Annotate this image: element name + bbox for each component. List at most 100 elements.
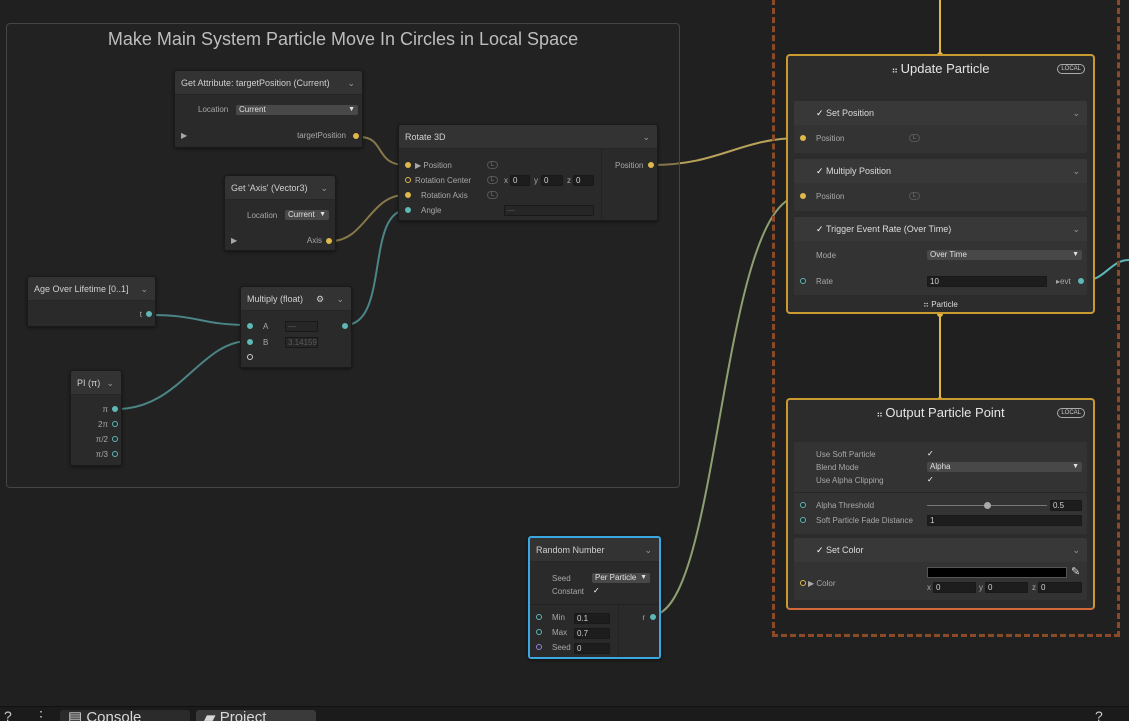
chevron-down-icon[interactable]: ⌄: [1072, 217, 1080, 241]
chevron-down-icon[interactable]: ⌄: [336, 287, 344, 311]
local-space-icon[interactable]: L: [487, 191, 498, 199]
center-z-field[interactable]: 0: [573, 175, 594, 186]
trigger-event-rate-block[interactable]: ✓Trigger Event Rate (Over Time)⌄ Mode Ov…: [794, 217, 1087, 295]
alpha-threshold-field[interactable]: 0.5: [1050, 500, 1082, 511]
rate-port[interactable]: [800, 278, 806, 284]
local-space-icon[interactable]: L: [909, 192, 920, 200]
output-port[interactable]: [353, 133, 359, 139]
help-icon[interactable]: ?: [4, 708, 12, 721]
output-port[interactable]: [326, 238, 332, 244]
output-port[interactable]: [648, 162, 654, 168]
rotate-3d-node[interactable]: Rotate 3D⌄ ▶ Position L Rotation Center …: [398, 124, 658, 221]
enable-checkbox[interactable]: ✓: [816, 159, 824, 183]
soft-particle-checkbox[interactable]: ✓: [927, 449, 934, 458]
chevron-down-icon[interactable]: ⌄: [1072, 159, 1080, 183]
eyedropper-icon[interactable]: ✎: [1071, 565, 1080, 578]
angle-field[interactable]: —: [504, 205, 594, 216]
mode-dropdown[interactable]: Over Time▼: [927, 250, 1082, 260]
seed-dropdown[interactable]: Per Particle▼: [592, 573, 650, 583]
chevron-down-icon[interactable]: ⌄: [1072, 538, 1080, 562]
fade-distance-field[interactable]: 1: [927, 515, 1082, 526]
input-b-port[interactable]: [247, 339, 253, 345]
expand-arrow-icon[interactable]: ▶: [181, 131, 187, 140]
multiply-float-node[interactable]: Multiply (float)⚙⌄ A — B 3.14159: [240, 286, 352, 368]
alpha-clipping-checkbox[interactable]: ✓: [927, 475, 934, 484]
chevron-down-icon[interactable]: ⌄: [1072, 101, 1080, 125]
max-field[interactable]: 0.7: [574, 628, 610, 639]
b-field[interactable]: 3.14159: [285, 337, 318, 348]
output-particle-point-context[interactable]: ⠶ Output Particle Point LOCAL Use Soft P…: [786, 398, 1095, 610]
location-dropdown[interactable]: Current▼: [236, 105, 358, 115]
center-x-field[interactable]: 0: [510, 175, 530, 186]
seed-port[interactable]: [536, 644, 542, 650]
third-pi-output-port[interactable]: [112, 451, 118, 457]
chevron-down-icon[interactable]: ⌄: [347, 71, 355, 95]
position-label: Position: [816, 134, 844, 143]
enable-checkbox[interactable]: ✓: [816, 101, 824, 125]
half-pi-output-port[interactable]: [112, 436, 118, 442]
input-port[interactable]: [405, 177, 411, 183]
color-y-field[interactable]: 0: [985, 582, 1028, 593]
enable-checkbox[interactable]: ✓: [816, 538, 824, 562]
position-port[interactable]: [800, 193, 806, 199]
local-space-icon[interactable]: L: [909, 134, 920, 142]
local-space-icon[interactable]: L: [487, 161, 498, 169]
blend-mode-dropdown[interactable]: Alpha▼: [927, 462, 1082, 472]
min-field[interactable]: 0.1: [574, 613, 610, 624]
input-port[interactable]: [405, 162, 411, 168]
more-icon[interactable]: ⋮: [34, 708, 48, 721]
color-port[interactable]: [800, 580, 806, 586]
color-x-field[interactable]: 0: [933, 582, 976, 593]
seed-field[interactable]: 0: [574, 643, 610, 654]
chevron-down-icon[interactable]: ⌄: [106, 371, 114, 395]
alpha-threshold-port[interactable]: [800, 502, 806, 508]
chevron-down-icon[interactable]: ⌄: [642, 125, 650, 149]
random-number-node[interactable]: Random Number⌄ Seed Per Particle▼ Consta…: [528, 536, 661, 659]
input-port[interactable]: [405, 192, 411, 198]
local-badge[interactable]: LOCAL: [1057, 408, 1085, 418]
set-color-block[interactable]: ✓Set Color⌄ ▶ Color ✎ x 0 y 0 z 0: [794, 538, 1087, 600]
pi-node[interactable]: PI (π)⌄ π 2π π/2 π/3: [70, 370, 122, 466]
chevron-down-icon[interactable]: ⌄: [140, 277, 148, 301]
min-port[interactable]: [536, 614, 542, 620]
chevron-down-icon[interactable]: ⌄: [644, 538, 652, 562]
output-port[interactable]: [146, 311, 152, 317]
location-dropdown[interactable]: Current▼: [285, 210, 329, 220]
local-space-icon[interactable]: L: [487, 176, 498, 184]
enable-checkbox[interactable]: ✓: [816, 217, 824, 241]
chevron-down-icon[interactable]: ⌄: [320, 176, 328, 200]
alpha-threshold-slider-handle[interactable]: [984, 502, 991, 509]
position-port[interactable]: [800, 135, 806, 141]
pi-output-port[interactable]: [112, 406, 118, 412]
expand-arrow-icon[interactable]: ▶: [231, 236, 237, 245]
set-position-block[interactable]: ✓Set Position⌄ Position L: [794, 101, 1087, 153]
add-input-port[interactable]: [247, 354, 253, 360]
constant-checkbox[interactable]: ✓: [593, 586, 600, 595]
output-label: Axis: [307, 236, 322, 245]
multiply-position-block[interactable]: ✓Multiply Position⌄ Position L: [794, 159, 1087, 211]
color-z-field[interactable]: 0: [1038, 582, 1082, 593]
help-right-icon[interactable]: ?: [1095, 708, 1103, 721]
a-field[interactable]: —: [285, 321, 318, 332]
update-particle-context[interactable]: ⠶ Update Particle LOCAL ✓Set Position⌄ P…: [786, 54, 1095, 314]
mode-label: Mode: [816, 251, 836, 260]
age-over-lifetime-node[interactable]: Age Over Lifetime [0..1]⌄ t: [27, 276, 156, 327]
output-port[interactable]: [342, 323, 348, 329]
fade-distance-port[interactable]: [800, 517, 806, 523]
input-a-port[interactable]: [247, 323, 253, 329]
tab-console[interactable]: ▤ Console: [60, 710, 190, 721]
output-port[interactable]: [650, 614, 656, 620]
get-axis-node[interactable]: Get 'Axis' (Vector3)⌄ Location Current▼ …: [224, 175, 336, 251]
tab-project[interactable]: ▰ Project: [196, 710, 316, 721]
get-attribute-node[interactable]: Get Attribute: targetPosition (Current)⌄…: [174, 70, 363, 148]
two-pi-output-port[interactable]: [112, 421, 118, 427]
gear-icon[interactable]: ⚙: [316, 287, 324, 311]
color-swatch[interactable]: [927, 567, 1067, 578]
center-y-field[interactable]: 0: [541, 175, 563, 186]
evt-port[interactable]: [1078, 278, 1084, 284]
max-port[interactable]: [536, 629, 542, 635]
group-title[interactable]: Make Main System Particle Move In Circle…: [7, 29, 679, 50]
rate-field[interactable]: 10: [927, 276, 1047, 287]
input-port[interactable]: [405, 207, 411, 213]
local-badge[interactable]: LOCAL: [1057, 64, 1085, 74]
